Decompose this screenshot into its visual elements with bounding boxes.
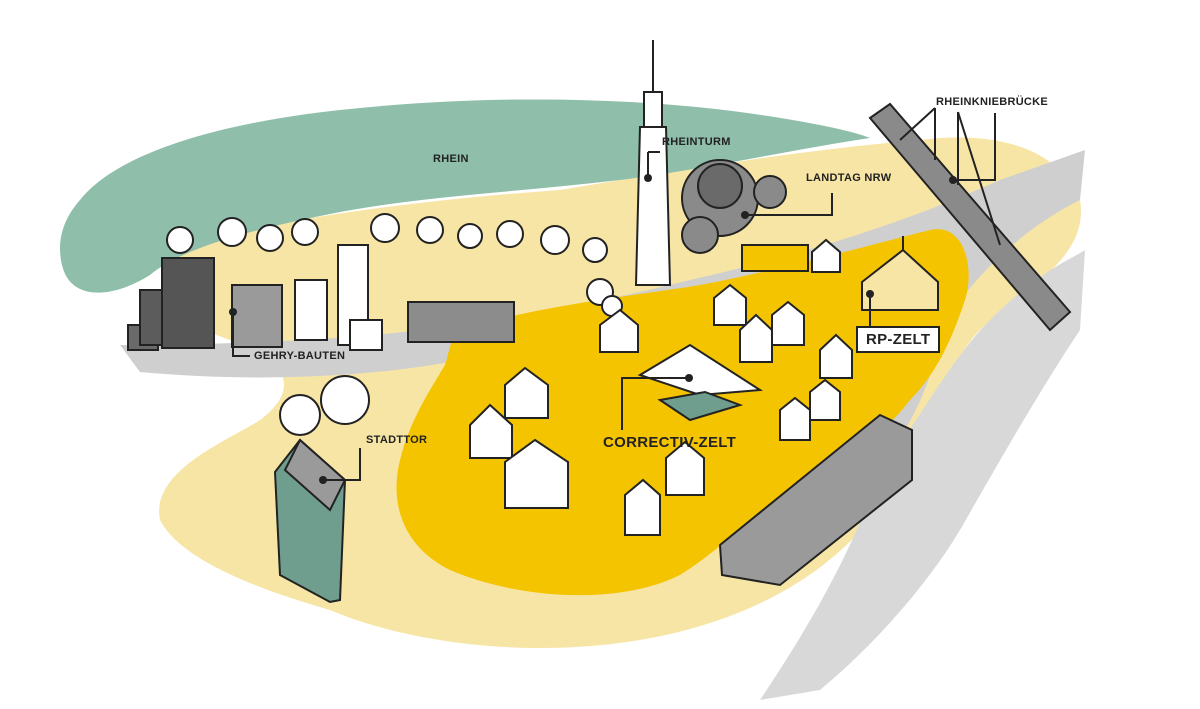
label-rheinturm: RHEINTURM <box>662 136 731 148</box>
rheinturm-tower <box>634 40 672 286</box>
label-rp-zelt: RP-ZELT <box>856 326 941 353</box>
landtag-building <box>681 159 787 254</box>
leader-dots <box>229 174 957 484</box>
office-building <box>718 413 913 587</box>
road-lower <box>760 250 1085 700</box>
label-gehry-bauten: GEHRY-BAUTEN <box>254 350 346 362</box>
rheinkniebruecke-bridge <box>868 102 1072 332</box>
label-correctiv-zelt: CORRECTIV-ZELT <box>603 434 737 451</box>
gehry-buildings <box>127 244 515 351</box>
tents <box>469 238 853 536</box>
label-landtag: LANDTAG NRW <box>806 172 892 184</box>
label-rhein: RHEIN <box>433 153 469 165</box>
rp-zelt-tent <box>861 236 939 311</box>
label-rheinkniebruecke: RHEINKNIEBRÜCKE <box>936 96 1049 108</box>
tree-row <box>166 213 623 317</box>
label-stadttor: STADTTOR <box>366 434 428 446</box>
correctiv-tent <box>637 343 764 422</box>
leader-lines <box>232 113 996 481</box>
camper-van <box>741 244 809 272</box>
